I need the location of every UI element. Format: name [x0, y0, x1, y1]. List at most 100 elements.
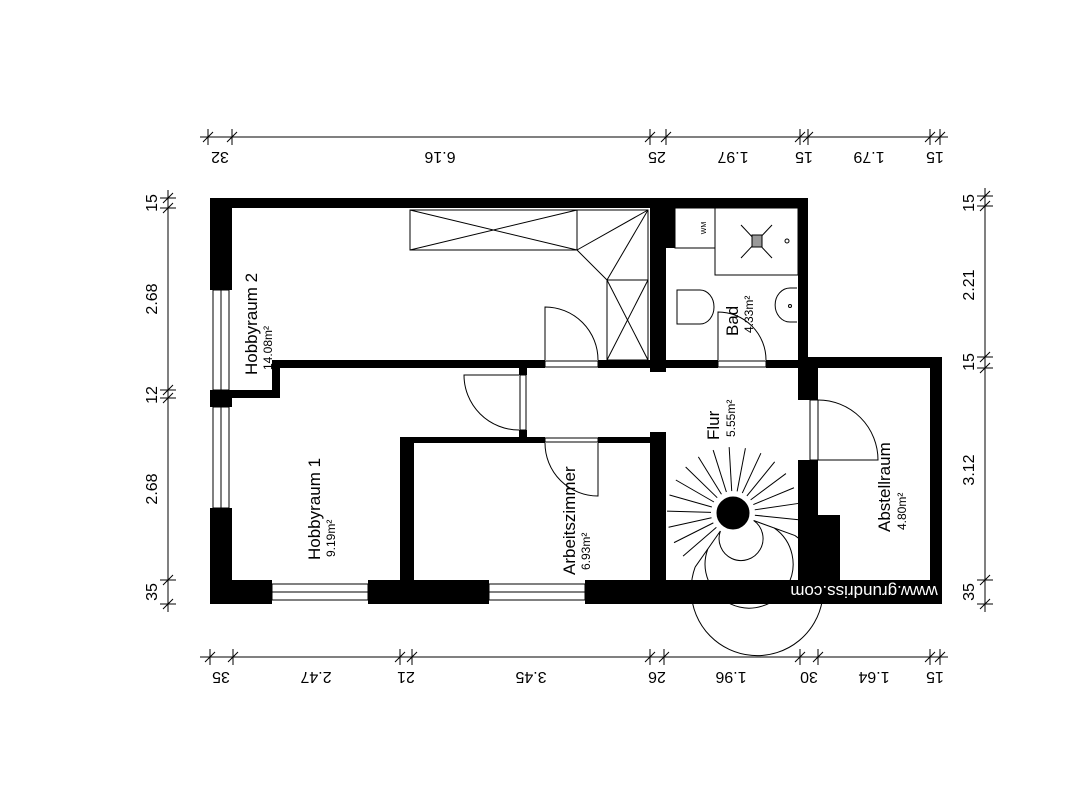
dimension-tick	[644, 131, 656, 143]
dim-label: 35	[212, 668, 230, 685]
dimension-tick	[394, 651, 406, 663]
dimension-tick	[741, 452, 762, 494]
dimension-tick	[754, 514, 799, 521]
dimension-tick	[934, 131, 946, 143]
watermark: www.grundriss.com	[790, 582, 938, 601]
dimension-tick	[746, 461, 776, 497]
dimension-bottom: 35 2.47 21 3.45 26 1.96 30 1.64 15	[200, 649, 948, 685]
dim-label: 35	[144, 583, 161, 601]
dim-label: 2.68	[144, 473, 161, 504]
room-name-hobbyraum-2: Hobbyraum 2	[242, 273, 261, 375]
dimension-top: 32 6.16 25 1.97 15 1.79 15	[200, 129, 948, 165]
dimension-tick	[924, 651, 936, 663]
dimension-tick	[682, 527, 717, 557]
room-area-arbeitszimmer: 6.93m²	[579, 533, 593, 570]
dim-label: 21	[397, 668, 415, 685]
room-area-hobbyraum-2: 14.08m²	[261, 326, 275, 370]
dimension-tick	[658, 651, 670, 663]
dim-label: 25	[648, 148, 666, 165]
dimension-tick	[667, 510, 712, 513]
dimension-tick	[675, 479, 715, 503]
dim-label: 1.79	[853, 148, 884, 165]
dim-label: 32	[211, 148, 229, 165]
dim-label: 1.96	[715, 668, 746, 685]
dim-label: 15	[961, 353, 978, 371]
dimension-tick	[754, 502, 799, 511]
dimension-tick	[794, 131, 806, 143]
dim-label: 12	[144, 386, 161, 404]
dim-label: 35	[961, 583, 978, 601]
room-area-flur: 5.55m²	[724, 400, 738, 437]
dim-label: 15	[961, 194, 978, 212]
room-name-bad: Bad	[723, 306, 742, 336]
dimension-tick	[162, 384, 174, 396]
dimension-tick	[660, 131, 672, 143]
dimension-tick	[685, 466, 718, 499]
dimension-tick	[668, 517, 712, 528]
dimension-right: 15 2.21 15 3.12 35	[961, 188, 993, 612]
dim-label: 26	[648, 668, 666, 685]
room-name-hobbyraum-1: Hobbyraum 1	[305, 458, 324, 560]
dim-label: 6.16	[424, 148, 455, 165]
dimension-tick	[753, 520, 796, 537]
dimension-tick	[202, 131, 214, 143]
dimension-tick	[753, 487, 795, 506]
stair-edge	[704, 527, 794, 609]
dimension-tick	[162, 598, 174, 610]
walls	[210, 198, 942, 604]
stair-edge	[690, 535, 824, 657]
dimension-tick	[162, 192, 174, 204]
dimension-tick	[979, 362, 991, 374]
dim-label: 3.12	[961, 454, 978, 485]
dim-label: 15	[144, 194, 161, 212]
dimension-tick	[162, 202, 174, 214]
room-area-abstellraum: 4.80m²	[895, 493, 909, 530]
dimension-tick	[794, 651, 806, 663]
dim-label: 15	[926, 668, 944, 685]
dimension-tick	[802, 131, 814, 143]
dimension-left: 15 2.68 12 2.68 35	[144, 190, 176, 612]
bathroom-fixtures: WM	[674, 207, 799, 325]
dimension-tick	[669, 494, 712, 508]
dimension-tick	[750, 473, 787, 501]
room-area-bad: 4.33m²	[742, 296, 756, 333]
dimension-tick	[728, 447, 733, 492]
spiral-staircase	[667, 447, 824, 657]
stair-edge	[718, 520, 764, 562]
dim-label: 15	[926, 148, 944, 165]
dim-label: 2.21	[961, 269, 978, 300]
room-labels: Hobbyraum 2 14.08m² Hobbyraum 1 9.19m² A…	[242, 273, 909, 575]
dimension-tick	[162, 392, 174, 404]
room-area-hobbyraum-1: 9.19m²	[324, 520, 338, 557]
stair-newel	[716, 496, 750, 530]
dimension-tick	[979, 190, 991, 202]
dimension-tick	[226, 131, 238, 143]
dimension-tick	[979, 574, 991, 586]
dimension-tick	[736, 448, 746, 492]
dimension-tick	[979, 200, 991, 212]
doors	[463, 306, 879, 497]
dim-label: 15	[795, 148, 813, 165]
room-name-flur: Flur	[704, 410, 723, 440]
windows	[212, 289, 586, 601]
dimension-tick	[812, 651, 824, 663]
room-name-abstellraum: Abstellraum	[875, 442, 894, 532]
dimension-tick	[934, 651, 946, 663]
dimension-tick	[204, 651, 216, 663]
dim-label: 1.64	[858, 668, 889, 685]
dimension-tick	[673, 522, 714, 544]
dimension-tick	[924, 131, 936, 143]
dim-label: 30	[800, 668, 818, 685]
dim-label: 1.97	[717, 148, 748, 165]
dimension-tick	[162, 574, 174, 586]
dimension-tick	[979, 598, 991, 610]
dim-label: 2.47	[300, 668, 331, 685]
dimension-tick	[694, 530, 721, 568]
dimension-tick	[644, 651, 656, 663]
stair-ramp	[409, 209, 649, 361]
dimension-tick	[697, 456, 722, 495]
washer-label: WM	[701, 222, 708, 235]
dimension-tick	[406, 651, 418, 663]
room-name-arbeitszimmer: Arbeitszimmer	[560, 466, 579, 575]
